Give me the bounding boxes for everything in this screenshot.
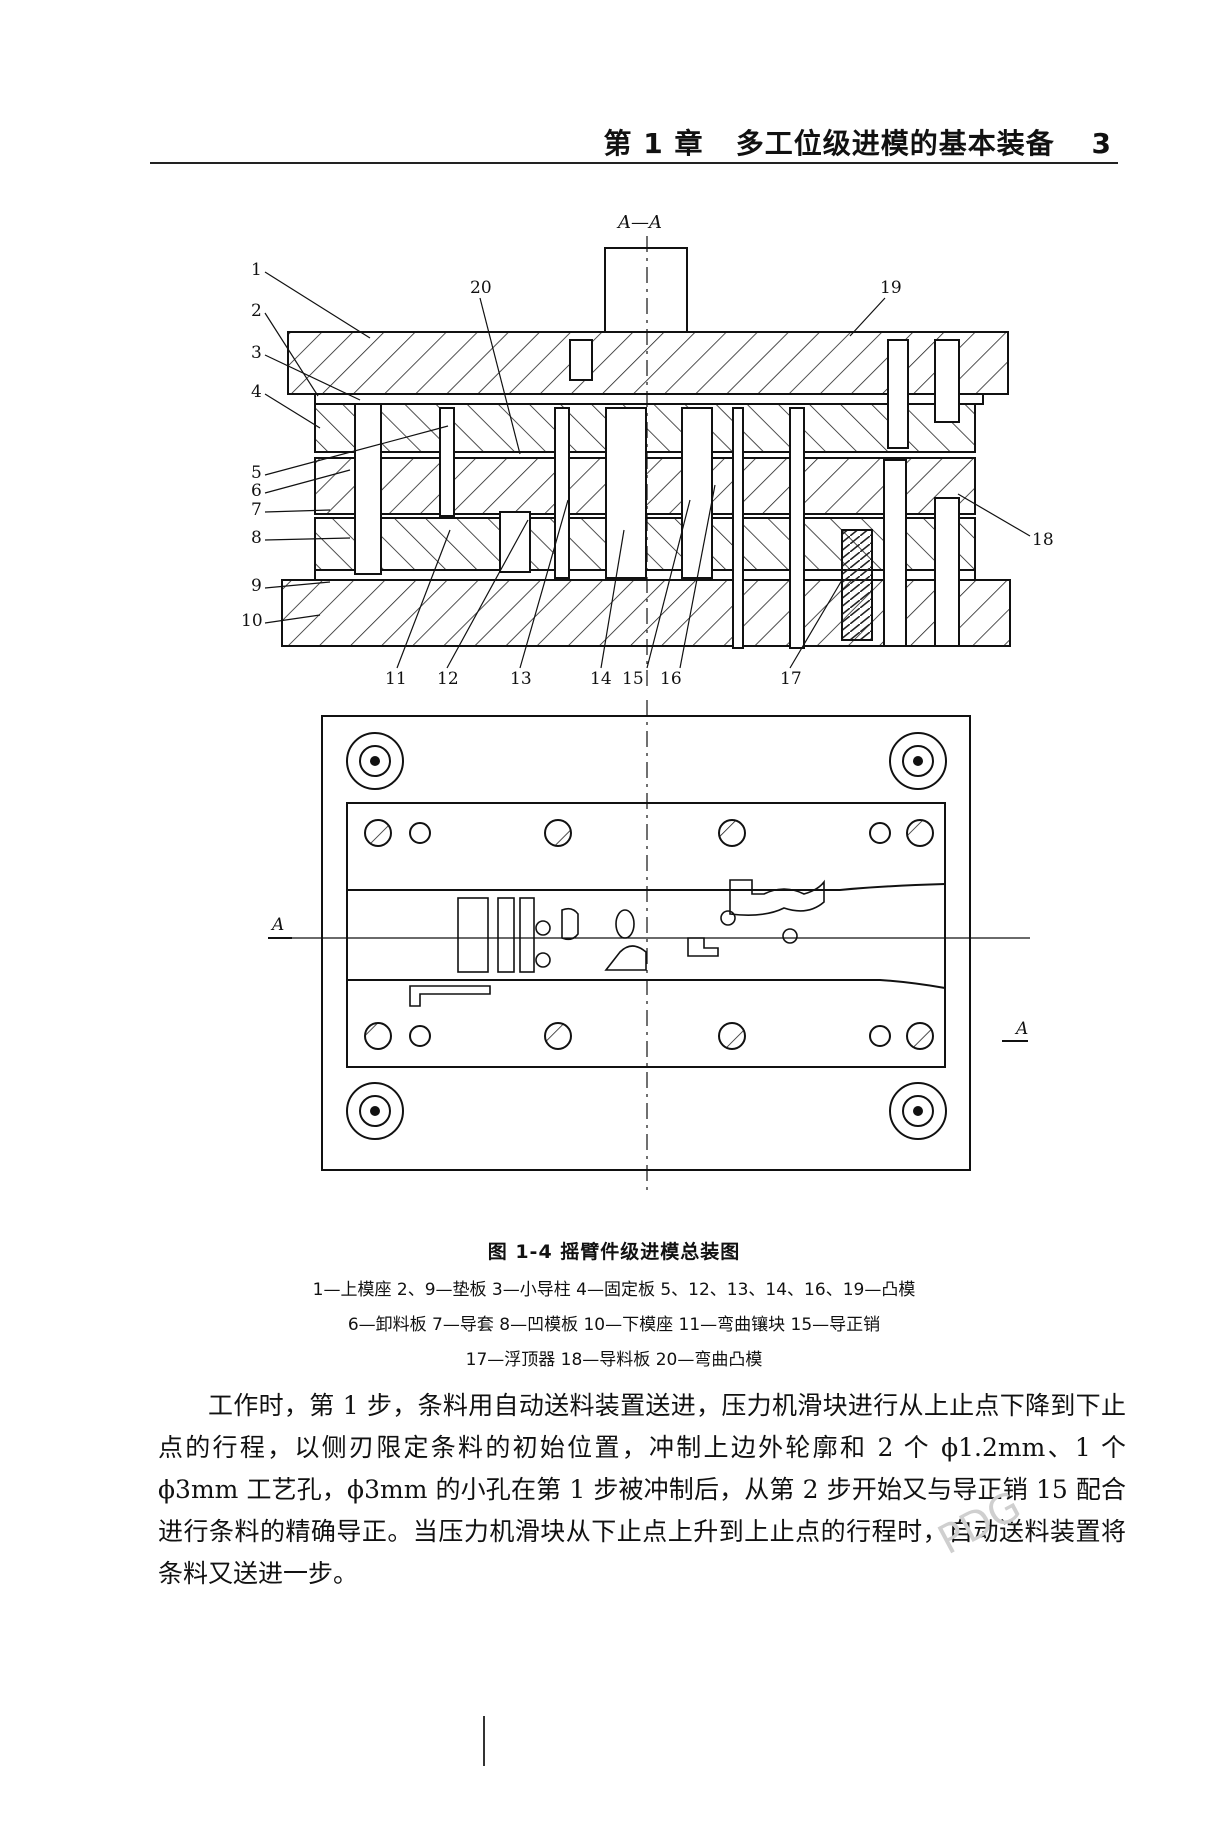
die-assembly-drawing: A—A [241, 212, 1054, 1190]
label-1: 1 [251, 260, 262, 280]
punches [354, 339, 960, 649]
spring [841, 529, 873, 641]
figure-title: 图 1-4 摇臂件级进模总装图 [487, 1241, 741, 1263]
strip-upper-edge [347, 883, 946, 891]
label-14: 14 [590, 669, 612, 689]
section-marks: A A [270, 915, 1028, 1039]
label-18: 18 [1032, 530, 1054, 550]
label-15: 15 [622, 669, 644, 689]
chapter-title: 多工位级进模的基本装备 [735, 127, 1055, 160]
body-paragraph: 工作时，第 1 步，条料用自动送料装置送进，压力机滑块进行从上止点下降到下止点的… [158, 1391, 1126, 1588]
upper-pad [314, 393, 984, 405]
leader-lines [264, 271, 1031, 669]
section-label: A—A [616, 212, 662, 233]
label-19: 19 [880, 278, 902, 298]
figure-legend-line-1: 1—上模座 2、9—垫板 3—小导柱 4—固定板 5、12、13、14、16、1… [312, 1280, 916, 1300]
strip-features [409, 879, 825, 1007]
part-number-labels: 1 2 3 4 5 6 7 8 9 10 20 19 18 11 12 13 1… [241, 260, 1054, 689]
label-2: 2 [251, 301, 262, 321]
label-7: 7 [251, 500, 262, 520]
strip-lower-edge [347, 979, 946, 989]
section-mark-left: A [270, 915, 284, 935]
page-number: 3 [1091, 127, 1112, 160]
plan-view: A A [268, 700, 1030, 1190]
label-8: 8 [251, 528, 262, 548]
section-view: A—A [241, 212, 1054, 690]
label-10: 10 [241, 611, 263, 631]
label-20: 20 [470, 278, 492, 298]
body-text: 工作时，第 1 步，条料用自动送料装置送进，压力机滑块进行从上止点下降到下止点的… [158, 1385, 1126, 1595]
header-text: 第 1 章 多工位级进模的基本装备 3 [604, 122, 1112, 162]
running-header: 第 1 章 多工位级进模的基本装备 3 [150, 118, 1118, 164]
figure-legend-line-2: 6—卸料板 7—导套 8—凹模板 10—下模座 11—弯曲镶块 15—导正销 [347, 1315, 881, 1335]
plan-outline [321, 715, 971, 1171]
label-17: 17 [780, 669, 802, 689]
label-13: 13 [510, 669, 532, 689]
label-12: 12 [437, 669, 459, 689]
label-9: 9 [251, 576, 262, 596]
label-3: 3 [251, 343, 262, 363]
screw-holes [364, 819, 934, 1050]
label-11: 11 [385, 669, 407, 689]
guide-bushings [346, 732, 947, 1140]
section-mark-right: A [1014, 1019, 1028, 1039]
label-5: 5 [251, 463, 262, 483]
label-6: 6 [251, 481, 262, 501]
figure-legend-line-3: 17—浮顶器 18—导料板 20—弯曲凸模 [465, 1350, 763, 1370]
page-fold-mark [483, 1716, 485, 1766]
label-4: 4 [251, 382, 262, 402]
chapter-label: 第 1 章 [603, 127, 704, 160]
shank [604, 247, 688, 333]
label-16: 16 [660, 669, 682, 689]
plan-inner [346, 802, 946, 1068]
